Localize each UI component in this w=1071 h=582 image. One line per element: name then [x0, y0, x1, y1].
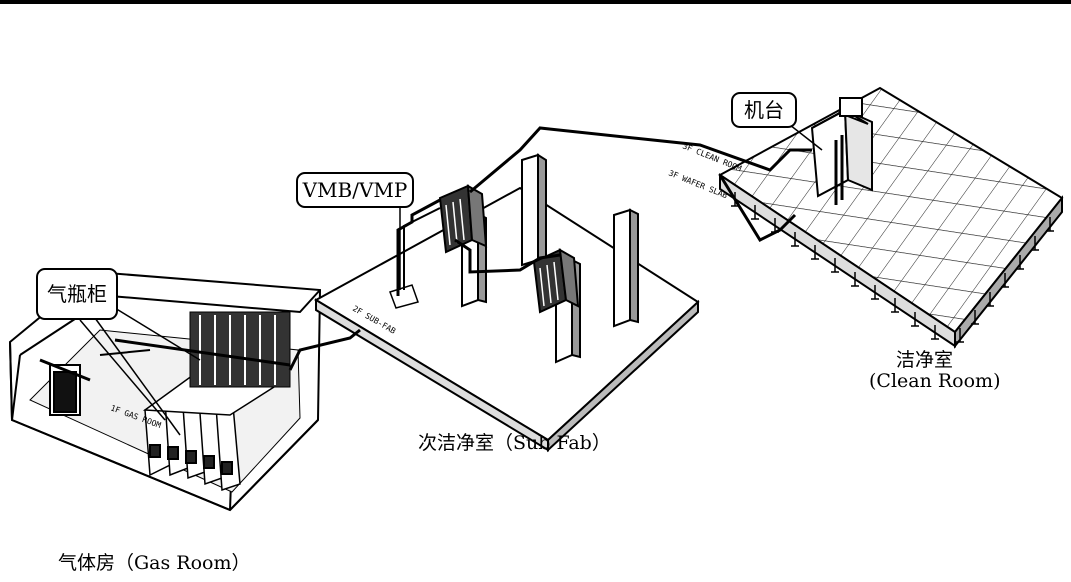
label-clean-room-cn: 洁净室: [896, 345, 953, 372]
label-gas-room: 气体房（Gas Room）: [58, 548, 251, 575]
callout-machine: 机台: [731, 92, 797, 128]
callout-vmb-vmp: VMB/VMP: [296, 172, 414, 208]
label-sub-fab: 次洁净室（Sub Fab）: [418, 428, 611, 455]
label-clean-room-en: (Clean Room): [869, 370, 1001, 392]
callout-gas-cabinet: 气瓶柜: [36, 268, 118, 320]
